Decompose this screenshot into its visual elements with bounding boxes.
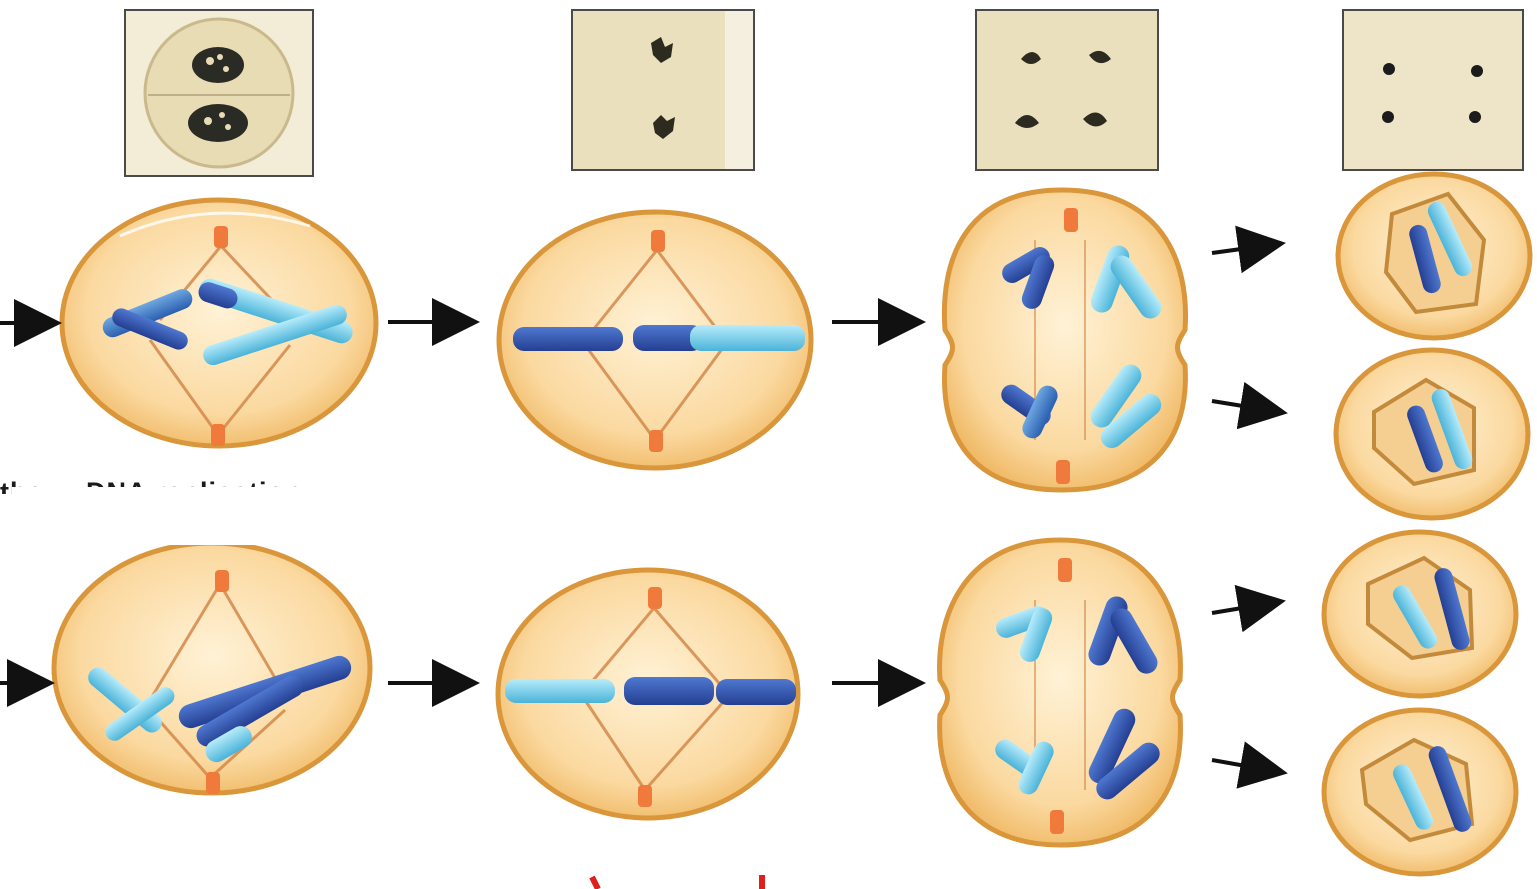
daughter-cell-3	[1324, 532, 1516, 696]
cell-bottom-3	[940, 540, 1181, 845]
cell-top-2	[499, 212, 811, 468]
cell-top-1	[62, 200, 376, 446]
cell-bottom-2	[498, 570, 798, 818]
cell-bottom-1	[54, 543, 370, 794]
cell-top-3	[944, 190, 1185, 490]
red-annotation-marks	[592, 875, 762, 889]
daughter-cell-2	[1336, 350, 1528, 518]
daughter-cell-1	[1338, 174, 1530, 338]
daughter-cell-4	[1324, 710, 1516, 874]
caption-mask	[12, 487, 480, 545]
